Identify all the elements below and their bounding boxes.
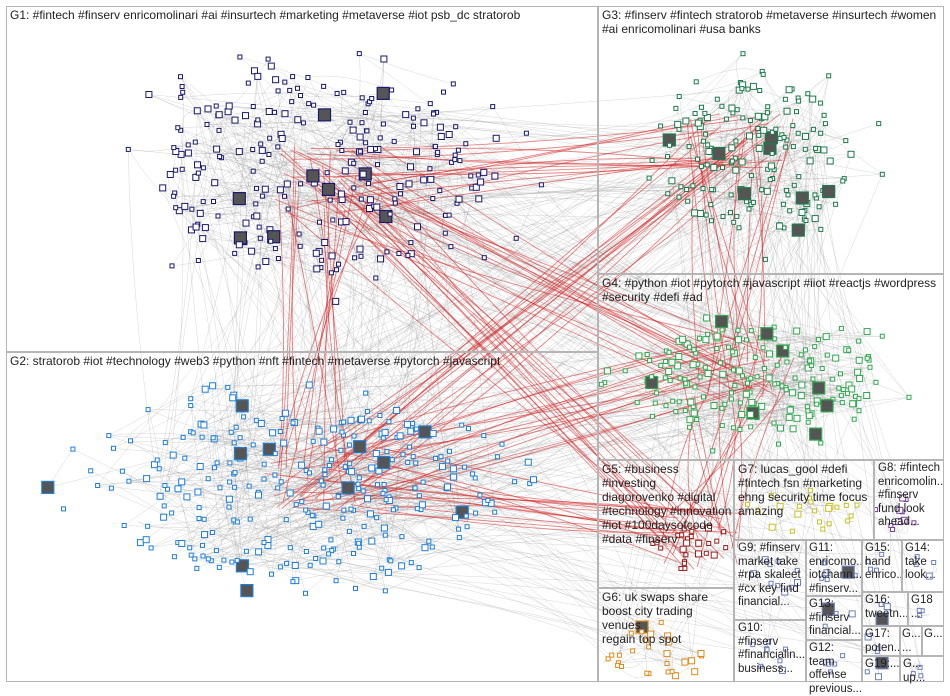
group-box-g15 — [862, 540, 902, 592]
group-box-g19 — [862, 656, 900, 682]
group-box-g3 — [598, 6, 944, 274]
group-box-g10 — [734, 620, 806, 682]
group-box-g5 — [598, 460, 734, 588]
group-box-g17 — [862, 626, 900, 656]
group-box-g16 — [862, 592, 908, 626]
group-box-g20 — [900, 626, 922, 656]
group-box-g7 — [734, 460, 874, 540]
group-box-g1 — [6, 6, 598, 352]
group-box-g2 — [6, 352, 598, 682]
group-box-g9 — [734, 540, 806, 620]
group-box-g13 — [806, 596, 862, 640]
group-box-g11 — [806, 540, 862, 596]
group-box-g14 — [902, 540, 944, 592]
group-box-g8 — [874, 460, 944, 540]
group-box-g12 — [806, 640, 862, 682]
group-box-g6 — [598, 588, 734, 682]
group-box-g4 — [598, 274, 944, 460]
group-box-g22 — [922, 626, 944, 656]
group-box-g21 — [900, 656, 944, 682]
group-box-g18 — [908, 592, 944, 626]
